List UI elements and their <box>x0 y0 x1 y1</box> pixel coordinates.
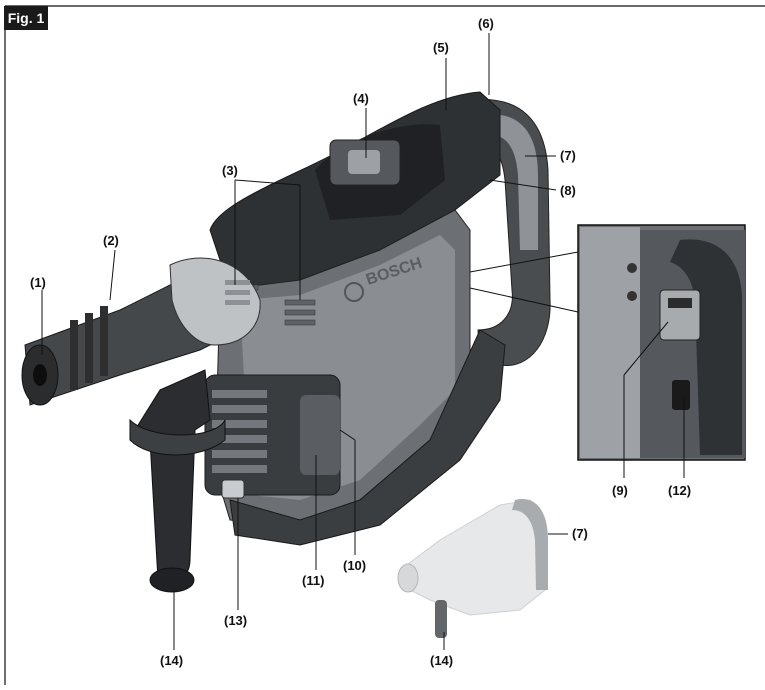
callout-6: (6) <box>478 16 494 31</box>
callout-3: (3) <box>222 163 238 178</box>
callout-11: (11) <box>302 573 324 588</box>
callout-9: (9) <box>612 483 628 498</box>
figure-tag: Fig. 1 <box>4 6 48 30</box>
callout-5: (5) <box>433 40 449 55</box>
callout-4: (4) <box>353 91 369 106</box>
callout-14: (14) <box>160 653 183 668</box>
leader-lines <box>41 33 685 650</box>
callout-10: (10) <box>343 558 366 573</box>
callout-8: (8) <box>560 183 576 198</box>
callout-14-small: (14) <box>430 653 453 668</box>
callout-13: (13) <box>224 613 247 628</box>
callout-2: (2) <box>103 233 119 248</box>
rotary-hammer-main: BOSCH <box>21 91 551 593</box>
callout-7-small: (7) <box>572 526 588 541</box>
small-drill-view <box>397 499 548 638</box>
callout-1: (1) <box>30 275 46 290</box>
inset-detail <box>469 224 746 461</box>
callout-12: (12) <box>668 483 691 498</box>
callout-7: (7) <box>560 148 576 163</box>
